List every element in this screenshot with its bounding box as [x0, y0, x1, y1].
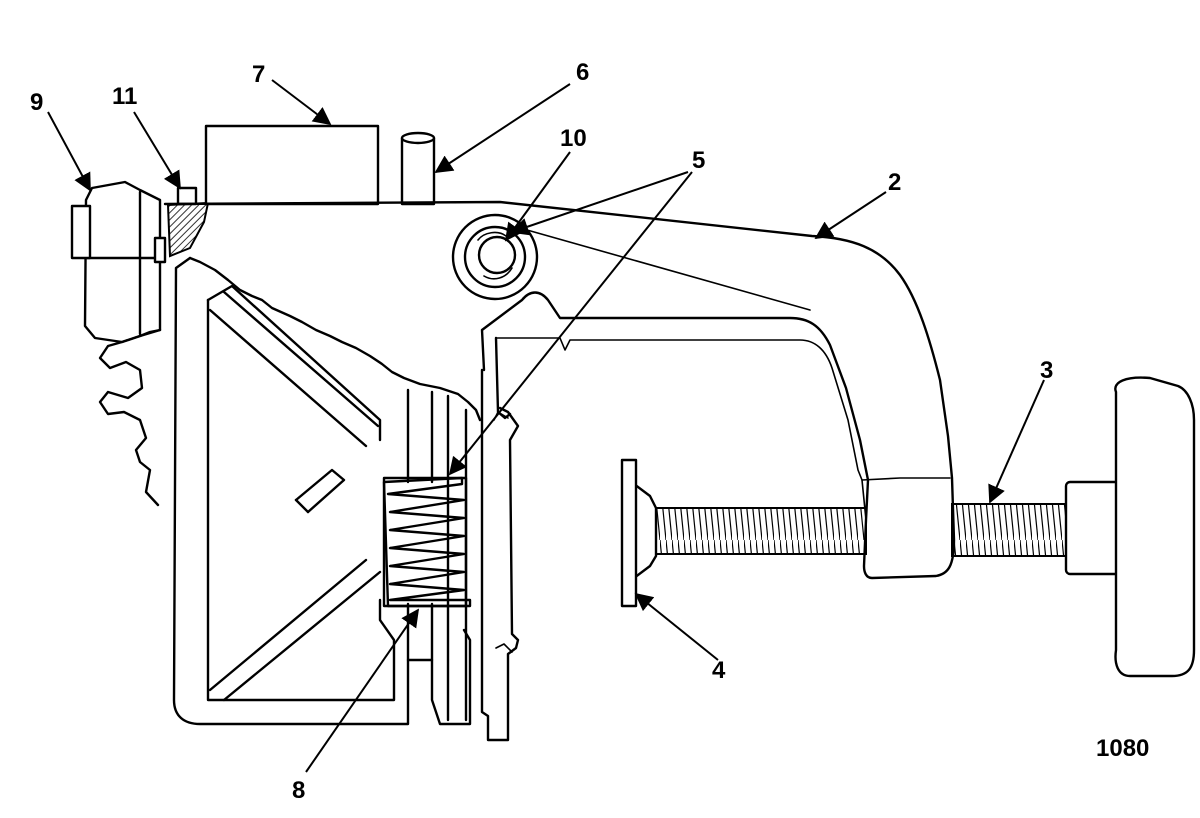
coil-spring [382, 476, 472, 608]
tilt-teeth-edge [98, 328, 162, 507]
clamp-arm-inner [495, 337, 951, 481]
clamp-handle [1064, 376, 1196, 678]
callout-2: 2 [888, 169, 901, 196]
top-block [204, 124, 380, 206]
figure-number: 1080 [1096, 735, 1149, 762]
bracket-plate [480, 368, 520, 742]
leader-lines [47, 79, 1045, 773]
callout-10: 10 [560, 125, 587, 152]
callout-8: 8 [292, 777, 305, 804]
hatched-wedge [166, 201, 210, 258]
callout-4: 4 [712, 657, 726, 684]
small-pin [176, 186, 198, 206]
callout-9: 9 [30, 89, 43, 116]
clamp-screw [620, 458, 1069, 608]
callout-3: 3 [1040, 357, 1053, 384]
callout-7: 7 [252, 61, 265, 88]
callout-5: 5 [692, 147, 705, 174]
cutaway-edge [188, 256, 482, 422]
pivot-bolt [451, 213, 539, 301]
housing-inner-frame [206, 298, 396, 702]
clamp-arm [163, 200, 956, 580]
arm-diagonal [519, 227, 811, 311]
stop-pin [400, 131, 436, 206]
callout-11: 11 [112, 83, 137, 110]
housing-ribs [208, 290, 382, 702]
tilt-lock-knob [70, 180, 167, 344]
swivel-housing [172, 256, 472, 726]
callout-6: 6 [576, 59, 589, 86]
